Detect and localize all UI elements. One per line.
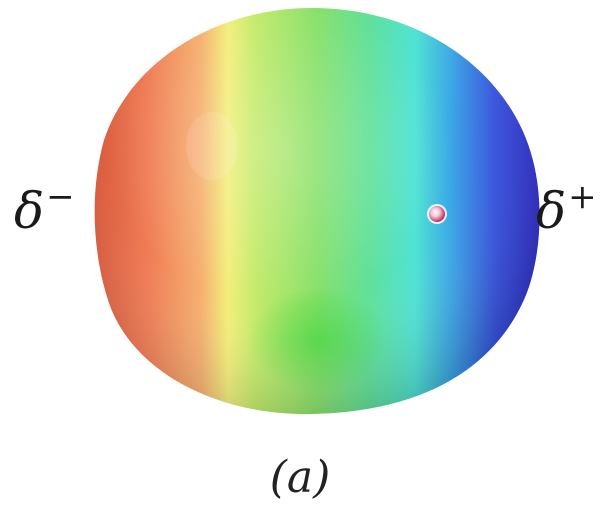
partial-positive-label: δ+ [536,180,597,236]
surface-shading [94,8,540,415]
negative-superscript: − [46,177,75,217]
delta-symbol-right: δ [536,182,567,240]
electron-density-surface [94,8,540,415]
partial-negative-label: δ− [14,180,75,236]
surface-bump [186,112,238,180]
nucleus-marker [427,204,447,224]
delta-symbol-left: δ [14,182,45,240]
positive-superscript: + [568,177,597,217]
figure-caption: (a) [269,452,331,503]
